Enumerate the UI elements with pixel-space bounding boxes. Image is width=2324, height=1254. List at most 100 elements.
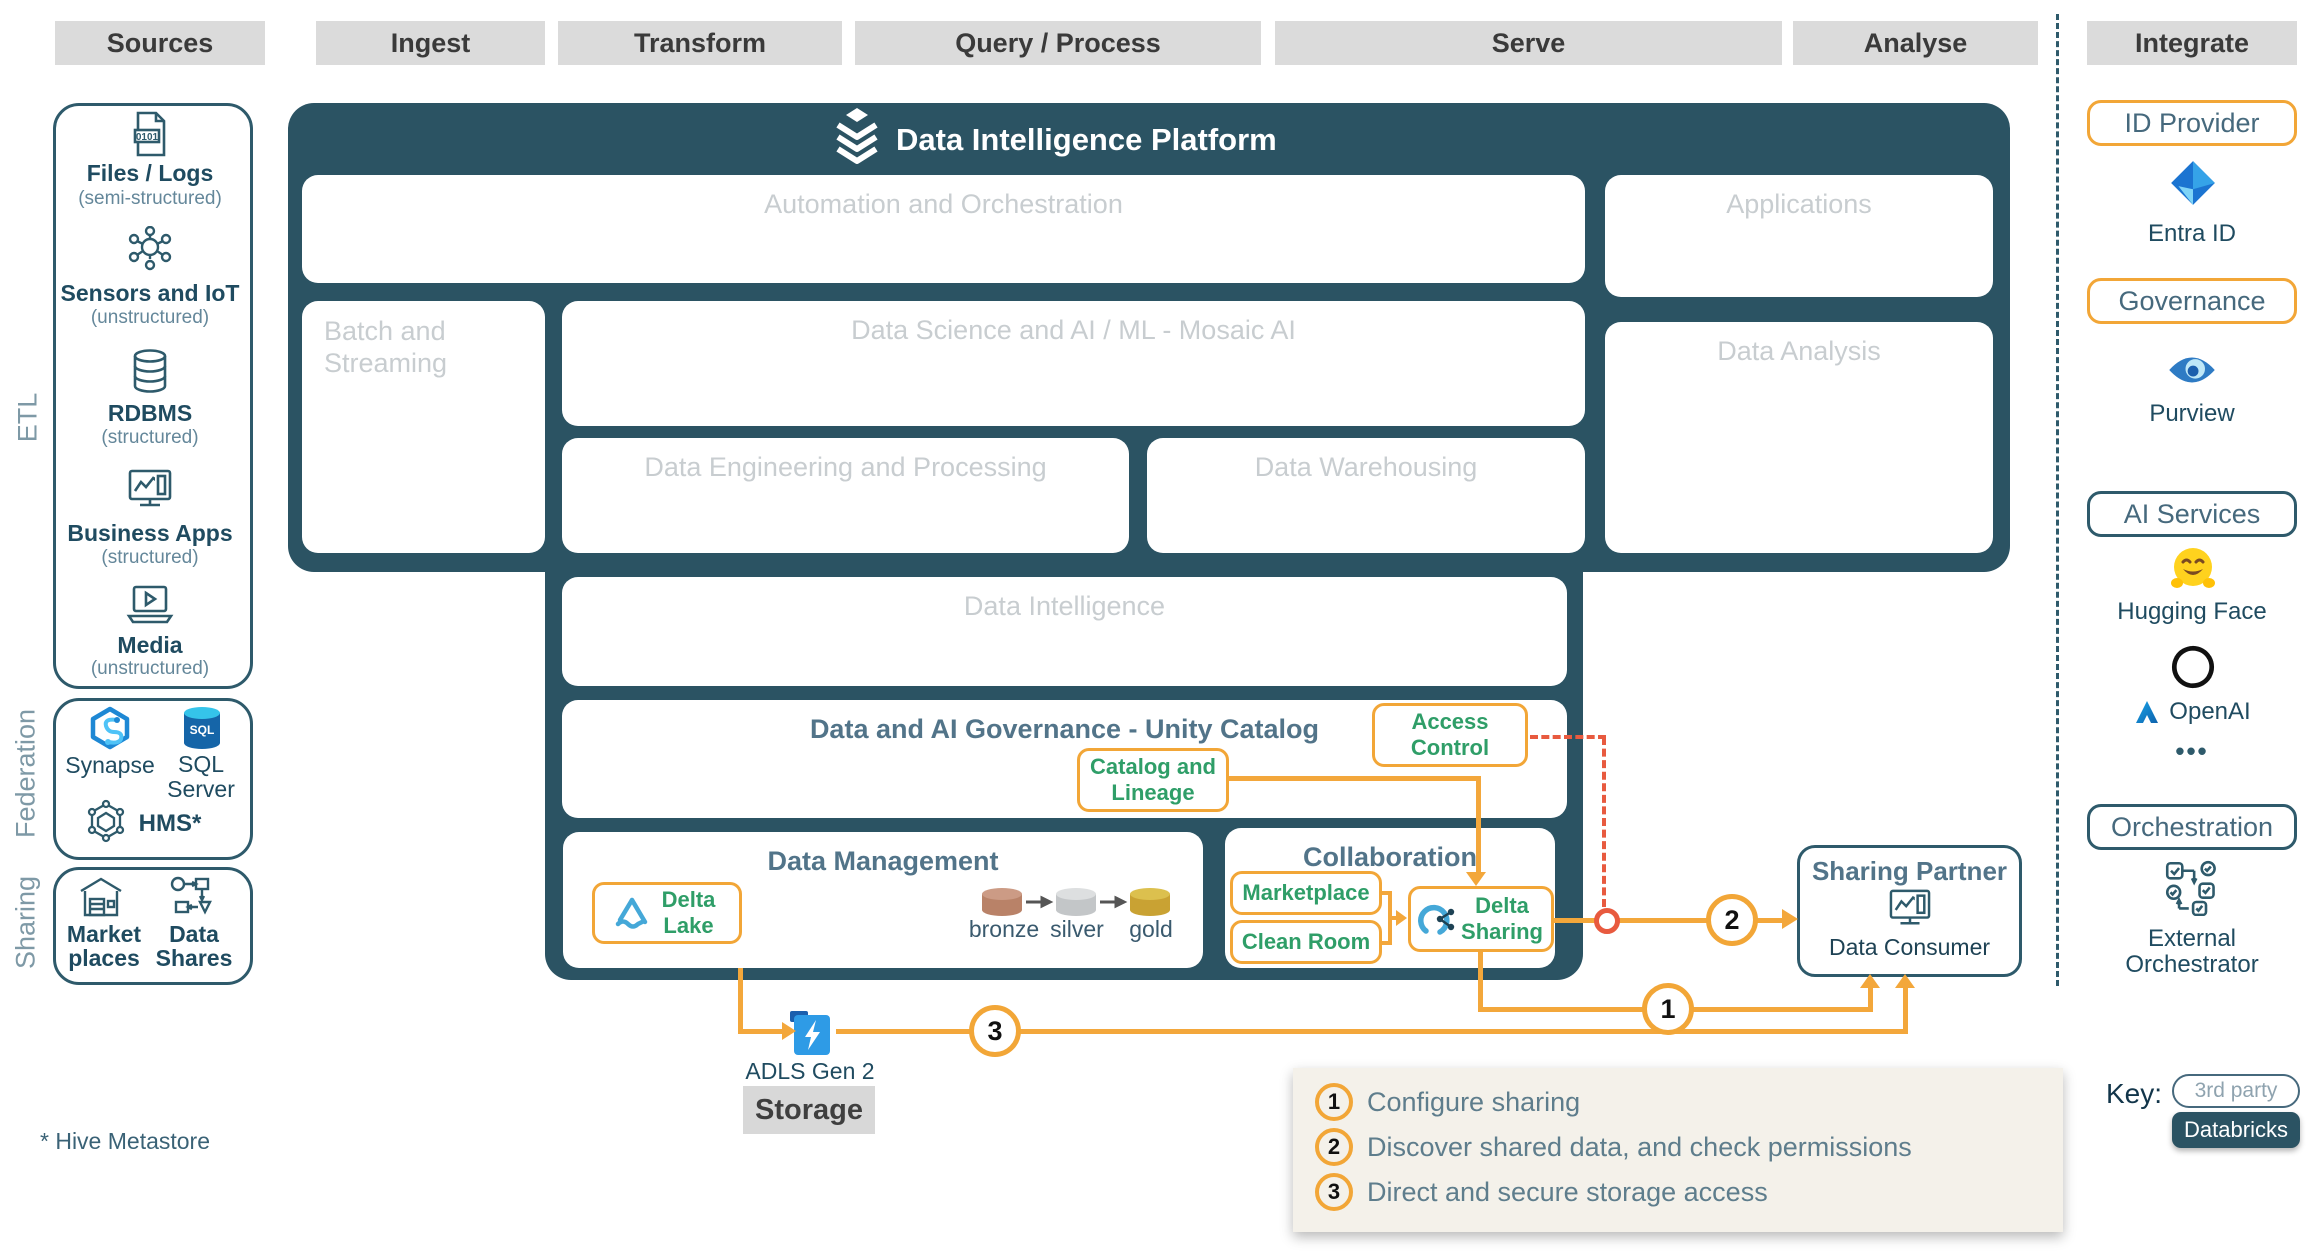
integrate-divider <box>2056 14 2059 986</box>
orchestration-badge: Orchestration <box>2087 804 2297 850</box>
arrowhead-into-delta-sharing <box>1466 872 1486 886</box>
clean-room-label: Clean Room <box>1241 929 1371 955</box>
flow-note-3-marker: 3 <box>1315 1173 1353 1211</box>
flow-marker-1: 1 <box>1642 983 1694 1035</box>
box-data-intelligence: Data Intelligence <box>562 577 1567 686</box>
stage-header-transform: Transform <box>558 21 842 65</box>
access-control-badge: Access Control <box>1372 703 1528 767</box>
flow-marker-2-label: 2 <box>1724 904 1740 935</box>
sharing-group <box>53 867 253 985</box>
delta-lake-label: Delta Lake <box>661 887 716 938</box>
more-services-dots: ••• <box>2175 736 2209 766</box>
azure-openai-row: OpenAI <box>2087 698 2297 726</box>
source-sub-rdbms: (structured) <box>101 427 199 448</box>
azure-icon <box>2133 698 2161 726</box>
data-shares-label: Data Shares <box>155 921 233 972</box>
source-sub-business-apps: (structured) <box>101 547 199 568</box>
delta-sharing-icon <box>1418 901 1456 937</box>
laptop-play-icon <box>53 584 247 633</box>
bracket-stub-top <box>1380 891 1390 895</box>
bracket-mid <box>1388 916 1398 920</box>
data-science-label: Data Science and AI / ML - Mosaic AI <box>851 315 1296 345</box>
marketplaces-label: Market places <box>66 921 142 972</box>
hms-label: HMS* <box>138 810 202 837</box>
stage-header-query-process: Query / Process <box>855 21 1261 65</box>
databricks-logo-icon <box>833 106 881 169</box>
stage-header-serve: Serve <box>1275 21 1782 65</box>
flow-note-1: 1 Configure sharing <box>1315 1083 2063 1121</box>
storage-label-box: Storage <box>743 1086 875 1134</box>
flow-note-1-text: Configure sharing <box>1367 1086 1581 1117</box>
sharing-rotated-label: Sharing <box>10 875 41 970</box>
synapse-label: Synapse <box>65 752 155 778</box>
stage-header-ingest: Ingest <box>316 21 545 65</box>
box-batch-streaming: Batch and Streaming <box>302 301 545 553</box>
delta-sharing-badge: Delta Sharing <box>1408 886 1554 952</box>
flow-line-configure-up <box>1868 986 1873 1010</box>
stage-header-sources: Sources <box>55 21 265 65</box>
unity-catalog-title: Data and AI Governance - Unity Catalog <box>809 714 1320 744</box>
collaboration-title: Collaboration <box>1303 842 1477 872</box>
openai-label: OpenAI <box>2169 698 2251 725</box>
ai-services-badge: AI Services <box>2087 491 2297 537</box>
source-label-business-apps: Business Apps <box>67 520 233 546</box>
file-0101-icon: 0101 <box>53 110 247 163</box>
data-analysis-label: Data Analysis <box>1717 336 1881 366</box>
svg-text:0101: 0101 <box>136 132 159 143</box>
hugging-face-icon <box>2170 546 2216 597</box>
flow-line-catalog-down <box>1476 776 1481 872</box>
clean-room-badge: Clean Room <box>1230 920 1382 964</box>
id-provider-label: ID Provider <box>2124 107 2260 138</box>
marketplace-badge: Marketplace <box>1230 871 1382 915</box>
flow-line-storage-access <box>836 1029 1908 1034</box>
arrowhead-into-partner-left <box>1782 909 1798 929</box>
data-warehousing-label: Data Warehousing <box>1254 452 1478 482</box>
flow-notes-panel: 1 Configure sharing 2 Discover shared da… <box>1293 1068 2063 1232</box>
flow-marker-2: 2 <box>1706 894 1758 946</box>
flow-note-2: 2 Discover shared data, and check permis… <box>1315 1128 2063 1166</box>
hms-icon <box>83 798 129 849</box>
flow-marker-1-label: 1 <box>1660 993 1676 1024</box>
flow-line-dm-right <box>738 1029 784 1034</box>
delta-lake-icon <box>614 896 650 930</box>
catalog-lineage-label: Catalog and Lineage <box>1090 754 1216 805</box>
flow-marker-3: 3 <box>969 1005 1021 1057</box>
flow-note-3-text: Direct and secure storage access <box>1367 1176 1768 1207</box>
box-data-analysis: Data Analysis <box>1605 322 1993 553</box>
svg-text:SQL: SQL <box>190 723 215 737</box>
hugging-face-label: Hugging Face <box>2117 598 2267 625</box>
medallion-cylinders <box>980 886 1176 923</box>
governance-label: Governance <box>2118 285 2266 316</box>
flow-note-1-marker: 1 <box>1315 1083 1353 1121</box>
external-orchestrator-label: External Orchestrator <box>2125 925 2259 979</box>
applications-label: Applications <box>1726 189 1872 219</box>
database-icon <box>53 348 247 399</box>
source-label-media: Media <box>117 632 183 658</box>
flow-line-catalog-right <box>1229 776 1481 781</box>
source-sub-media: (unstructured) <box>90 658 210 679</box>
sql-server-label: SQL Server <box>167 751 235 803</box>
arrowhead-into-adls <box>782 1022 796 1040</box>
storage-label: Storage <box>755 1093 863 1126</box>
flow-note-2-text: Discover shared data, and check permissi… <box>1367 1131 1912 1162</box>
data-shares-icon <box>168 874 216 925</box>
external-orchestrator-icon <box>2164 860 2220 921</box>
source-label-rdbms: RDBMS <box>107 400 193 426</box>
sharing-partner-box: Sharing Partner Data Consumer <box>1797 845 2022 977</box>
synapse-icon <box>88 706 132 755</box>
purview-icon <box>2166 350 2218 395</box>
flow-line-dm-down <box>738 968 743 1032</box>
box-automation-orchestration: Automation and Orchestration <box>302 175 1585 283</box>
access-control-dashed-v <box>1602 737 1606 907</box>
orchestration-label: Orchestration <box>2110 811 2274 842</box>
key-third-party-pill: 3rd party <box>2172 1074 2300 1108</box>
access-control-dashed-h <box>1530 735 1606 739</box>
governance-badge: Governance <box>2087 278 2297 324</box>
key-third-party-label: 3rd party <box>2194 1079 2278 1102</box>
hive-metastore-footnote: * Hive Metastore <box>40 1128 211 1154</box>
permission-check-node <box>1594 908 1620 934</box>
delta-sharing-label: Delta Sharing <box>1461 893 1543 944</box>
key-databricks-pill: Databricks <box>2172 1112 2300 1148</box>
adls-gen2-label: ADLS Gen 2 <box>745 1058 875 1084</box>
